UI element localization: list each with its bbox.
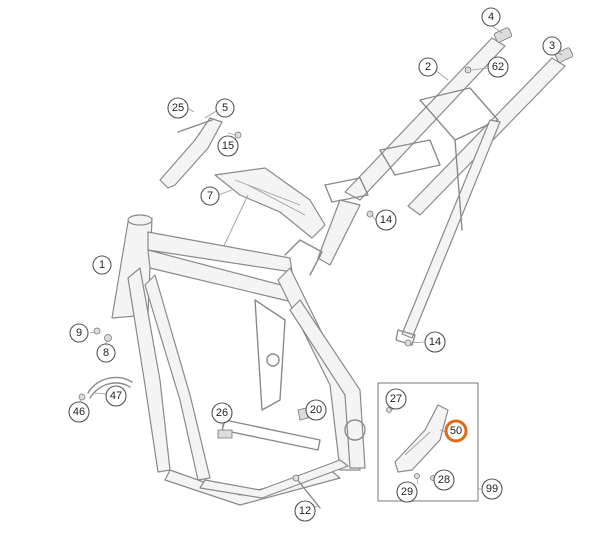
- callout-28: 28: [433, 469, 455, 491]
- callout-3: 3: [542, 36, 562, 56]
- subframe-end-cap-4: [493, 27, 513, 43]
- callout-25: 25: [167, 97, 189, 119]
- callout-47: 47: [105, 385, 127, 407]
- svg-text:14: 14: [429, 336, 441, 348]
- svg-text:46: 46: [73, 406, 85, 418]
- svg-text:9: 9: [76, 327, 82, 339]
- svg-text:14: 14: [380, 214, 392, 226]
- svg-text:15: 15: [222, 140, 234, 152]
- bolt-12: [292, 474, 321, 509]
- clip-46: [78, 393, 86, 401]
- svg-text:99: 99: [486, 483, 498, 495]
- grommet-26: [217, 429, 233, 439]
- callout-9: 9: [69, 323, 89, 343]
- svg-text:29: 29: [401, 486, 413, 498]
- callout-4: 4: [481, 7, 501, 27]
- callout-50: 50: [444, 419, 468, 443]
- callout-1: 1: [92, 255, 112, 275]
- subframe: [317, 37, 566, 346]
- callout-12: 12: [294, 500, 316, 522]
- screw-15: [227, 131, 242, 139]
- svg-text:27: 27: [390, 393, 402, 405]
- svg-text:20: 20: [310, 404, 322, 416]
- svg-text:62: 62: [492, 61, 504, 73]
- callout-2: 2: [418, 57, 438, 77]
- svg-text:25: 25: [172, 102, 184, 114]
- callout-15: 15: [217, 135, 239, 157]
- hardware-9-8: [93, 327, 112, 342]
- callout-14-lower: 14: [424, 331, 446, 353]
- callout-14-upper: 14: [375, 209, 397, 231]
- main-frame: [111, 214, 366, 506]
- callout-99: 99: [481, 478, 503, 500]
- svg-text:12: 12: [299, 505, 311, 517]
- svg-text:7: 7: [207, 190, 213, 202]
- callout-26: 26: [211, 402, 233, 424]
- callout-29: 29: [396, 481, 418, 503]
- bolt-62: [464, 66, 472, 74]
- footrest-bracket-7: [214, 167, 326, 251]
- subframe-end-cap-3: [554, 47, 574, 63]
- svg-text:1: 1: [99, 259, 105, 271]
- bracket-25: [159, 117, 223, 189]
- svg-text:2: 2: [425, 61, 431, 73]
- svg-text:28: 28: [438, 474, 450, 486]
- svg-text:47: 47: [110, 390, 122, 402]
- svg-text:4: 4: [488, 11, 494, 23]
- callout-5: 5: [215, 98, 235, 118]
- callout-62: 62: [487, 56, 509, 78]
- svg-text:26: 26: [216, 407, 228, 419]
- callout-20: 20: [305, 399, 327, 421]
- svg-text:8: 8: [103, 347, 109, 359]
- callout-7: 7: [200, 186, 220, 206]
- callout-46: 46: [68, 401, 90, 423]
- inset-kit-99: [377, 382, 479, 502]
- svg-text:5: 5: [222, 102, 228, 114]
- callout-27: 27: [385, 388, 407, 410]
- hose-47: [87, 376, 133, 399]
- svg-text:3: 3: [549, 40, 555, 52]
- callout-8: 8: [96, 343, 116, 363]
- svg-text:50: 50: [450, 425, 462, 437]
